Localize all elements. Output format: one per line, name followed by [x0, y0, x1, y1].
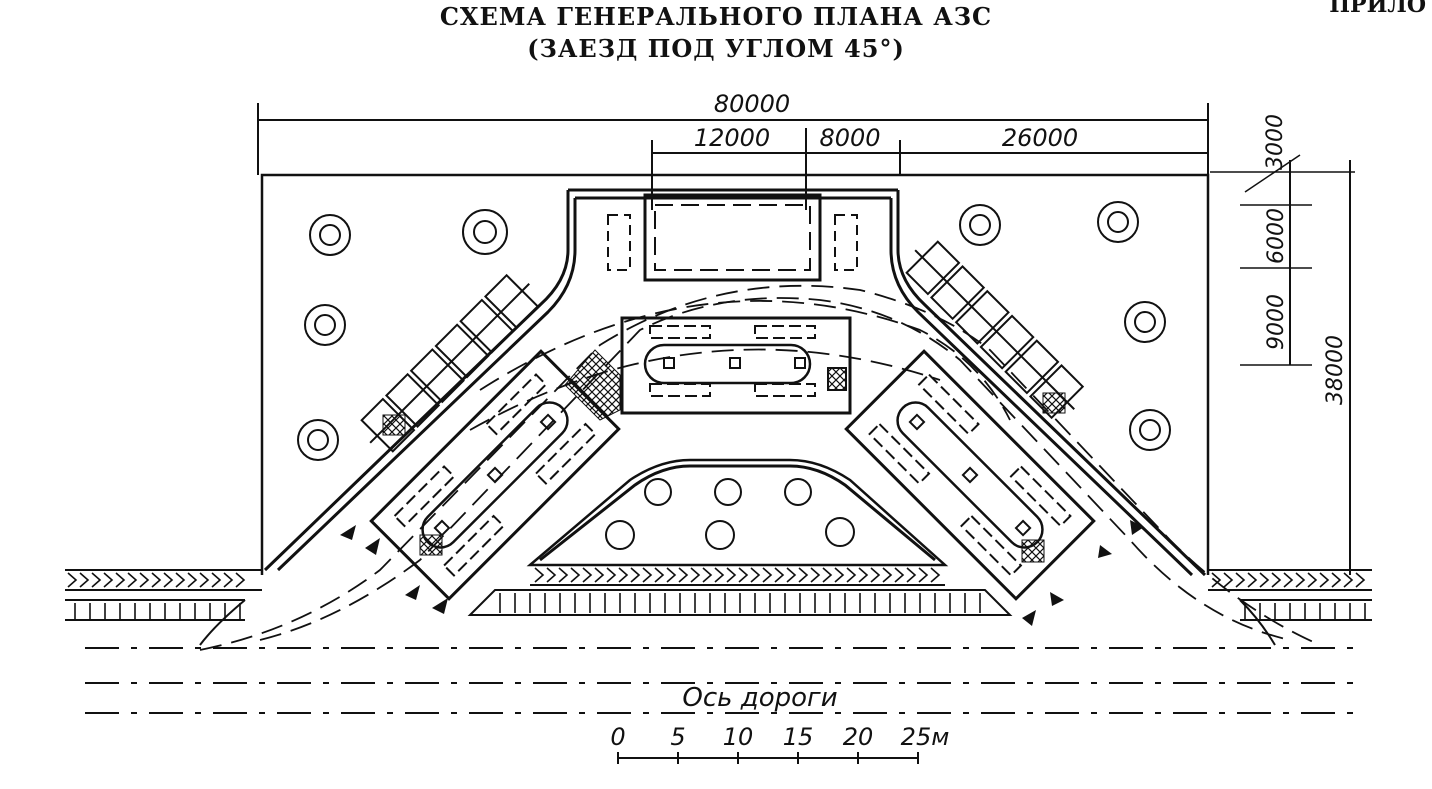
plan-subtitle: (ЗАЕЗД ПОД УГЛОМ 45°): [527, 34, 905, 63]
driveway-outline: [263, 188, 1207, 577]
dim-total-depth: 38000: [1323, 335, 1348, 405]
scale-tick-label: 10: [723, 723, 754, 751]
dim-drive-depth: 9000: [1264, 294, 1289, 350]
hatched-pads: [382, 349, 1066, 563]
right-parking-row: [905, 240, 1085, 420]
scale-tick-label: 5: [670, 723, 685, 751]
road-curbs: [65, 564, 1372, 646]
dim-total-width: 80000: [714, 90, 790, 118]
road-shoulder-pattern: [67, 567, 1366, 620]
scale-tick-label: 25м: [901, 723, 950, 751]
central-canopy: [620, 316, 852, 415]
road-axis-label: Ось дороги: [682, 683, 837, 713]
corner-label-fragment: ПРИЛО: [1329, 0, 1426, 18]
scale-bar: [617, 752, 919, 764]
plan-title: СХЕМА ГЕНЕРАЛЬНОГО ПЛАНА АЗС: [439, 2, 993, 31]
scale-tick-label: 0: [610, 723, 625, 751]
dim-building-width: 12000: [694, 124, 770, 152]
right-pump-canopy: [844, 349, 1096, 601]
scale-tick-label: 20: [843, 723, 874, 751]
scale-labels: 0 5 10 15 20 25м: [610, 723, 949, 751]
operator-building: [607, 193, 858, 282]
dim-right-width: 26000: [1002, 124, 1078, 152]
dim-building-depth: 6000: [1264, 208, 1289, 264]
landscaping: [297, 201, 1171, 550]
scale-tick-label: 15: [783, 723, 814, 751]
site-boundary: [260, 173, 1210, 575]
dim-gap-width: 8000: [819, 124, 880, 152]
traffic-paths: [199, 284, 1321, 651]
road-lanes: [85, 647, 1362, 714]
dimension-labels: 80000 12000 8000 26000 3000 6000 9000 38…: [694, 90, 1348, 405]
direction-arrows: [340, 520, 1144, 626]
dim-top-setback: 3000: [1263, 114, 1288, 170]
